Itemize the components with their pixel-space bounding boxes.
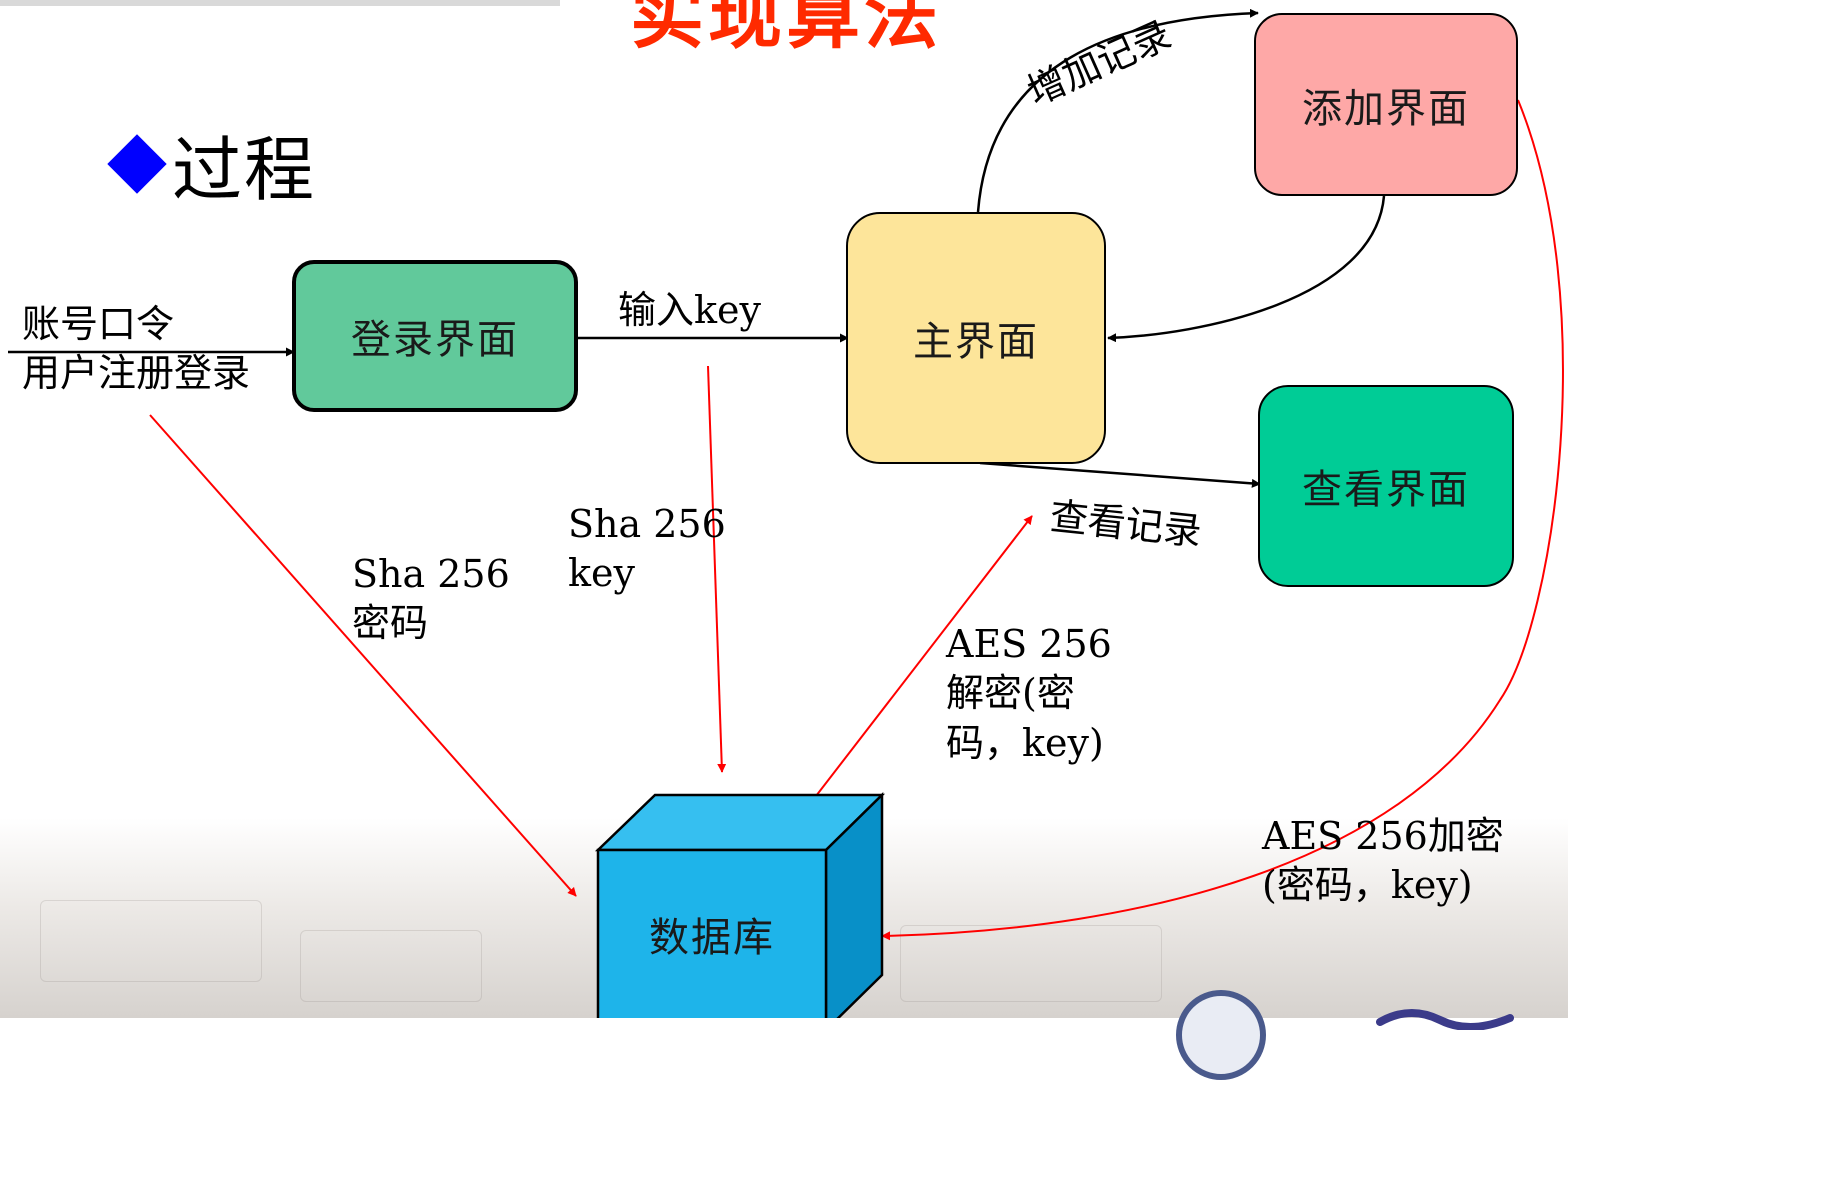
aes-decrypt-line1: AES 256 xyxy=(946,622,1112,666)
database-cube xyxy=(594,792,886,1018)
slide: 实现算法 过程 登录界面 主界面 添加界面 查看界面 数据库 xyxy=(0,0,1568,1080)
heading-text: 过程 xyxy=(172,128,316,211)
arrow-main-to-add xyxy=(976,8,1259,213)
add-screen-node: 添加界面 xyxy=(1254,13,1518,196)
arrow-key-to-database xyxy=(707,365,727,773)
register-login-label: 用户注册登录 xyxy=(22,351,251,396)
login-screen-node: 登录界面 xyxy=(292,260,578,412)
sha-key-line2: key xyxy=(568,551,635,596)
connector-layer xyxy=(8,8,1564,1018)
top-decoration-bar xyxy=(0,0,560,6)
input-labels: 账号口令 用户注册登录 xyxy=(22,300,250,399)
arrow-register-to-database xyxy=(149,414,577,897)
arrow-add-to-main xyxy=(1107,195,1386,343)
aes-encrypt-line2: (密码，key) xyxy=(1262,863,1473,908)
sha-password-line2: 密码 xyxy=(352,601,429,646)
slide-title: 实现算法 xyxy=(630,0,942,59)
sha-key-line1: Sha 256 xyxy=(568,502,726,546)
background-decoration xyxy=(40,900,262,982)
sha-password-label: Sha 256 密码 xyxy=(352,550,510,649)
aes-encrypt-line1: AES 256加密 xyxy=(1262,814,1504,858)
background-decoration xyxy=(300,930,482,1002)
input-key-label: 输入key xyxy=(618,288,761,332)
database-front-face xyxy=(596,848,828,1018)
aes-encrypt-label: AES 256加密 (密码，key) xyxy=(1262,812,1504,911)
section-heading: 过程 xyxy=(104,124,316,211)
university-name-logo xyxy=(1376,1008,1514,1030)
view-screen-node: 查看界面 xyxy=(1258,385,1514,587)
university-seal-logo xyxy=(1176,990,1266,1080)
main-screen-node: 主界面 xyxy=(846,212,1106,464)
aes-decrypt-line3: 码，key) xyxy=(946,720,1104,765)
aes-decrypt-line2: 解密(密 xyxy=(946,671,1075,716)
sha-password-line1: Sha 256 xyxy=(352,552,510,596)
sha-key-label: Sha 256 key xyxy=(568,500,726,599)
account-password-label: 账号口令 xyxy=(22,302,175,346)
arrow-database-to-view-record xyxy=(815,515,1033,797)
aes-decrypt-label: AES 256 解密(密 码，key) xyxy=(946,620,1112,768)
arrow-add-to-database xyxy=(881,99,1564,941)
database-node-label: 数据库 xyxy=(649,915,775,961)
arrow-main-to-view xyxy=(979,461,1261,488)
